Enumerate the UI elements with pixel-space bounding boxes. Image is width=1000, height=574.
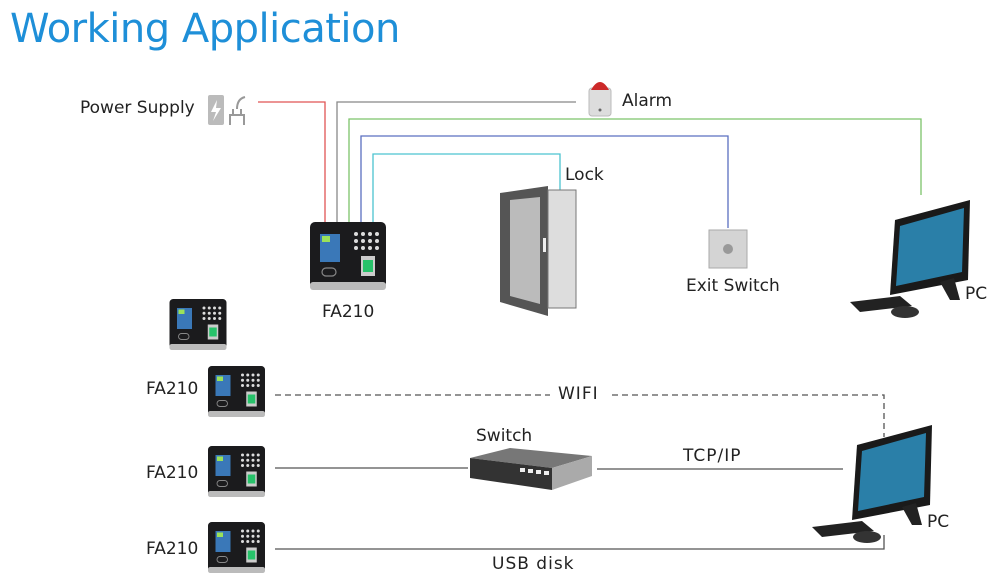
network-switch-icon [470, 448, 592, 490]
exit-switch-label: Exit Switch [686, 276, 780, 296]
fa210-label-3: FA210 [146, 539, 199, 559]
exit-switch-icon [708, 229, 748, 269]
door-icon [500, 186, 577, 316]
usb-line [275, 535, 885, 550]
switch-label: Switch [476, 426, 533, 446]
fa210-device-icon [309, 221, 387, 291]
wifi-line-2 [612, 394, 885, 437]
fa210-device-icon-1 [207, 365, 266, 418]
power-wire [258, 101, 326, 222]
fa210-label-1: FA210 [146, 379, 199, 399]
exit-switch-wire [360, 135, 729, 228]
fa210-device-icon-3 [207, 521, 266, 574]
page-title: Working Application [10, 6, 400, 52]
alarm-wire [336, 101, 576, 222]
usb-disk-label: USB disk [492, 554, 575, 574]
alarm-label: Alarm [622, 91, 673, 111]
pc-icon-bottom [812, 425, 932, 543]
fa210-label-2: FA210 [146, 463, 199, 483]
alarm-icon [588, 82, 612, 117]
fa210-label: FA210 [322, 302, 375, 322]
tcpip-label: TCP/IP [683, 446, 742, 466]
fa210-device-icon [169, 298, 227, 351]
pc-icon [850, 200, 970, 318]
fa210-device-icon-2 [207, 445, 266, 498]
pc-wire [348, 118, 922, 222]
lock-wire [372, 153, 561, 222]
wifi-label: WIFI [558, 384, 599, 404]
power-supply-label: Power Supply [80, 98, 195, 118]
power-supply-icon [208, 95, 246, 125]
pc-label-bottom: PC [927, 512, 950, 532]
pc-label: PC [965, 284, 988, 304]
lock-label: Lock [565, 165, 604, 185]
